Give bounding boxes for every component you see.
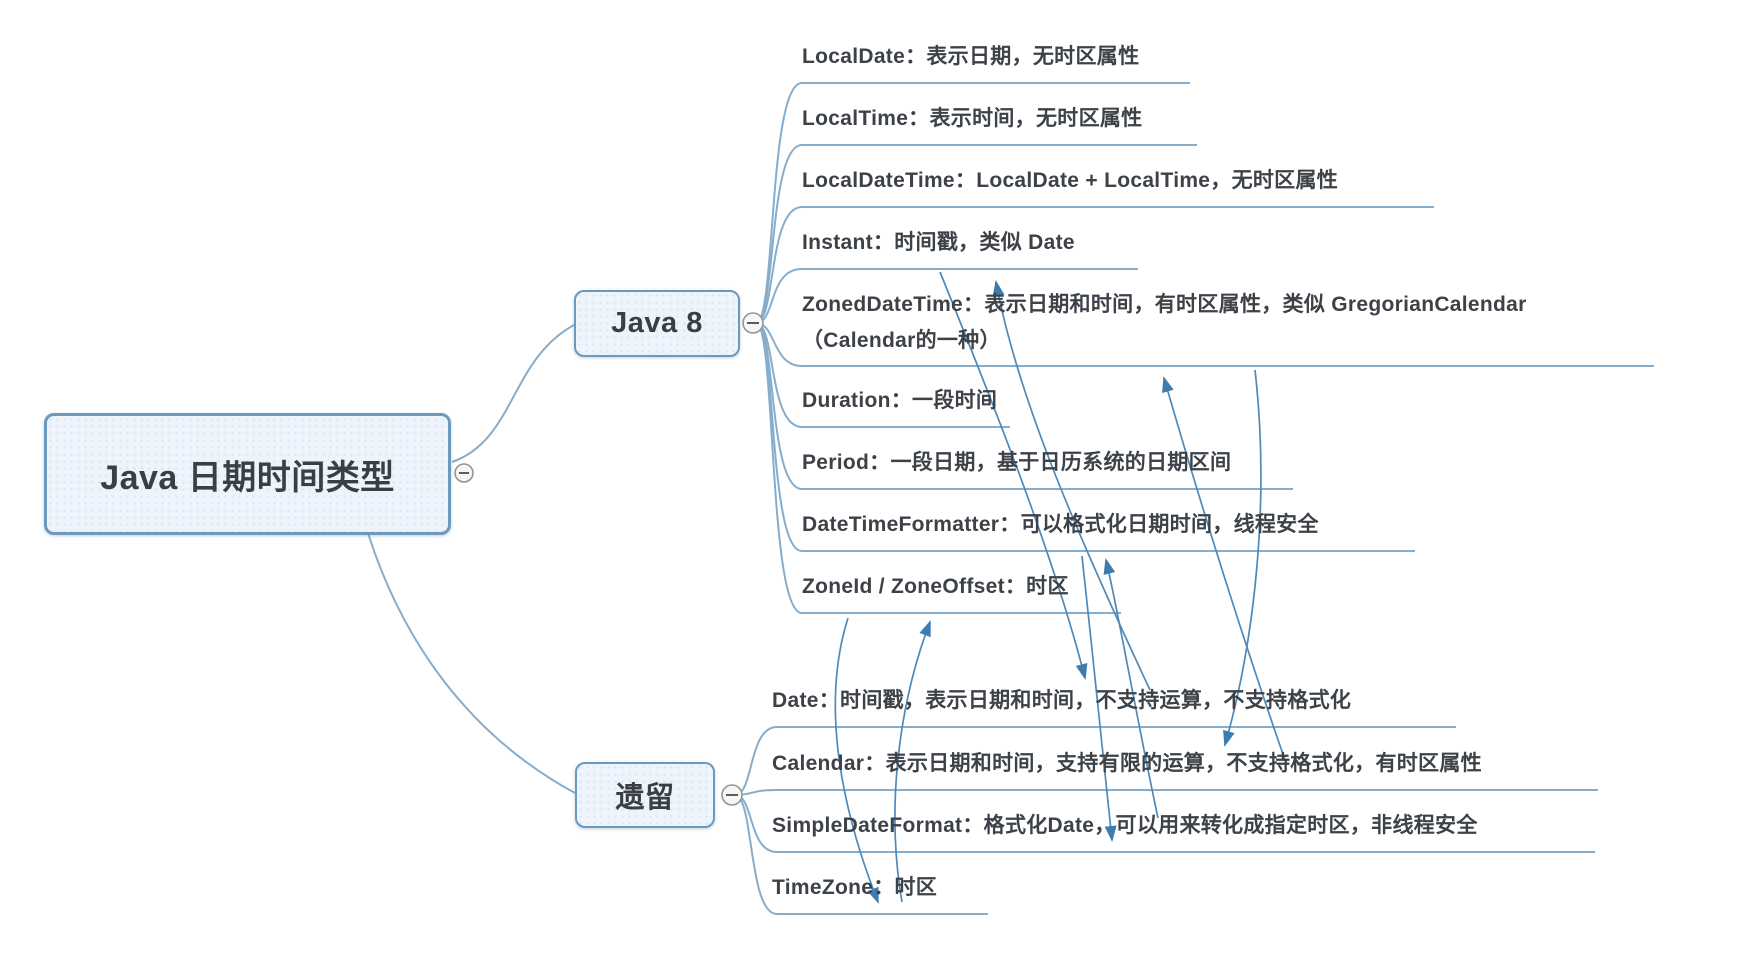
- relationship-datetimeformatter-to-simpledateformat[interactable]: [1081, 555, 1117, 842]
- collapse-button-root[interactable]: [454, 463, 474, 483]
- topic-zoneid-zoneoffset[interactable]: ZoneId / ZoneOffset：时区: [802, 575, 1069, 598]
- topic-duration[interactable]: Duration：一段时间: [802, 389, 998, 412]
- branch-line-localtime: [755, 144, 1197, 324]
- branch-topic-java8[interactable]: Java 8: [574, 290, 740, 357]
- collapse-button-java8[interactable]: [742, 312, 764, 334]
- branch-line-zoneid: [755, 322, 1121, 614]
- branch-topic-java8-label: Java 8: [611, 307, 703, 339]
- relationship-simpledateformat-to-datetimeformatter[interactable]: [1103, 558, 1159, 819]
- topic-instant[interactable]: Instant：时间戳，类似 Date: [802, 231, 1075, 254]
- branch-topic-legacy[interactable]: 遗留: [575, 762, 715, 828]
- relationship-instant-to-date[interactable]: [939, 271, 1088, 680]
- topic-date[interactable]: Date：时间戳，表示日期和时间，不支持运算，不支持格式化: [772, 689, 1352, 712]
- topic-calendar[interactable]: Calendar：表示日期和时间，支持有限的运算，不支持格式化，有时区属性: [772, 752, 1482, 775]
- relationship-zoneid-to-timezone[interactable]: [834, 617, 879, 904]
- branch-line-localdate: [755, 82, 1190, 324]
- relationship-date-to-instant[interactable]: [992, 280, 1151, 691]
- topic-timezone[interactable]: TimeZone：时区: [772, 876, 938, 899]
- branch-line-localdatetime: [755, 206, 1434, 324]
- branch-connector-legacy: [367, 532, 576, 794]
- topic-localdatetime[interactable]: LocalDateTime：LocalDate + LocalTime，无时区属…: [802, 169, 1339, 192]
- collapse-button-legacy[interactable]: [721, 784, 743, 806]
- branch-connector-java8: [451, 324, 575, 463]
- root-topic-label: Java 日期时间类型: [100, 458, 395, 497]
- topic-zoneddatetime[interactable]: ZonedDateTime：表示日期和时间，有时区属性，类似 Gregorian…: [802, 293, 1527, 352]
- relationship-calendar-to-zoneddatetime[interactable]: [1162, 376, 1286, 761]
- branch-line-calendar: [734, 789, 1598, 796]
- topic-datetimeformatter[interactable]: DateTimeFormatter：可以格式化日期时间，线程安全: [802, 513, 1319, 536]
- topic-simpledateformat[interactable]: SimpleDateFormat：格式化Date，可以用来转化成指定时区，非线程…: [772, 814, 1478, 837]
- topic-localdate[interactable]: LocalDate：表示日期，无时区属性: [802, 45, 1140, 68]
- relationship-zoneddatetime-to-calendar[interactable]: [1223, 369, 1262, 747]
- root-topic[interactable]: Java 日期时间类型: [44, 413, 451, 535]
- topic-period[interactable]: Period：一段日期，基于日历系统的日期区间: [802, 451, 1232, 474]
- topic-localtime[interactable]: LocalTime：表示时间，无时区属性: [802, 107, 1143, 130]
- relationship-timezone-to-zoneid[interactable]: [894, 620, 931, 903]
- branch-topic-legacy-label: 遗留: [615, 782, 675, 814]
